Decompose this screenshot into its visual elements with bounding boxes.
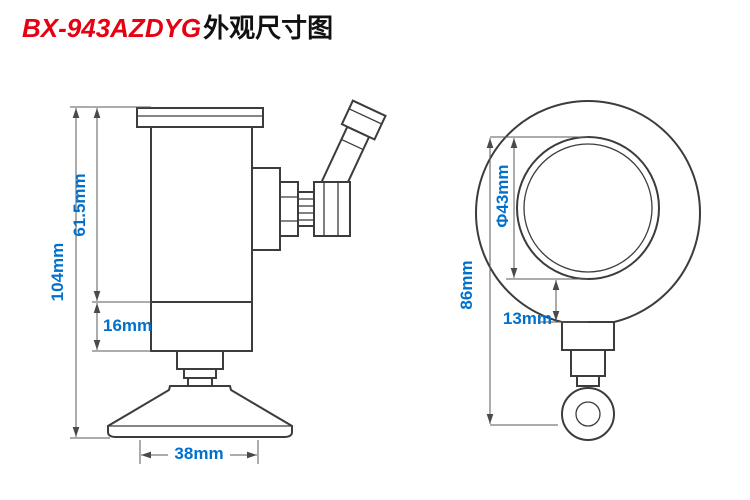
title-suffix: 外观尺寸图: [203, 13, 334, 43]
front-view: [475, 100, 701, 441]
elbow-fitting: [313, 181, 351, 237]
side-view-dimensions: 104mm 61.5mm 16mm 38mm: [48, 106, 259, 464]
inner-circle-inner: [523, 143, 653, 273]
lower-section: [150, 301, 253, 352]
hex-nut: [279, 181, 299, 237]
side-view: [107, 99, 387, 438]
bottom-fitting: [561, 321, 615, 441]
label-base-width: 38mm: [174, 444, 223, 463]
label-overall-height: 86mm: [457, 260, 476, 309]
label-total-height: 104mm: [48, 243, 67, 302]
threaded-nipple: [297, 191, 315, 227]
product-model: BX-943AZDYG: [22, 13, 202, 43]
page-title: BX-943AZDYG外观尺寸图: [22, 8, 333, 45]
hanging-ring: [561, 387, 615, 441]
front-view-dimensions: Φ43mm 86mm 13mm: [457, 136, 588, 426]
side-port-block: [251, 167, 281, 251]
shaft: [176, 350, 224, 387]
label-inner-diameter: Φ43mm: [493, 164, 512, 227]
label-upper-height: 61.5mm: [70, 173, 89, 236]
sensor-body: [150, 126, 253, 303]
air-fitting-tube: [318, 99, 387, 197]
suction-cup: [107, 385, 293, 438]
label-neck-offset: 13mm: [503, 309, 552, 328]
top-cap: [136, 107, 264, 128]
label-lower-height: 16mm: [103, 316, 152, 335]
